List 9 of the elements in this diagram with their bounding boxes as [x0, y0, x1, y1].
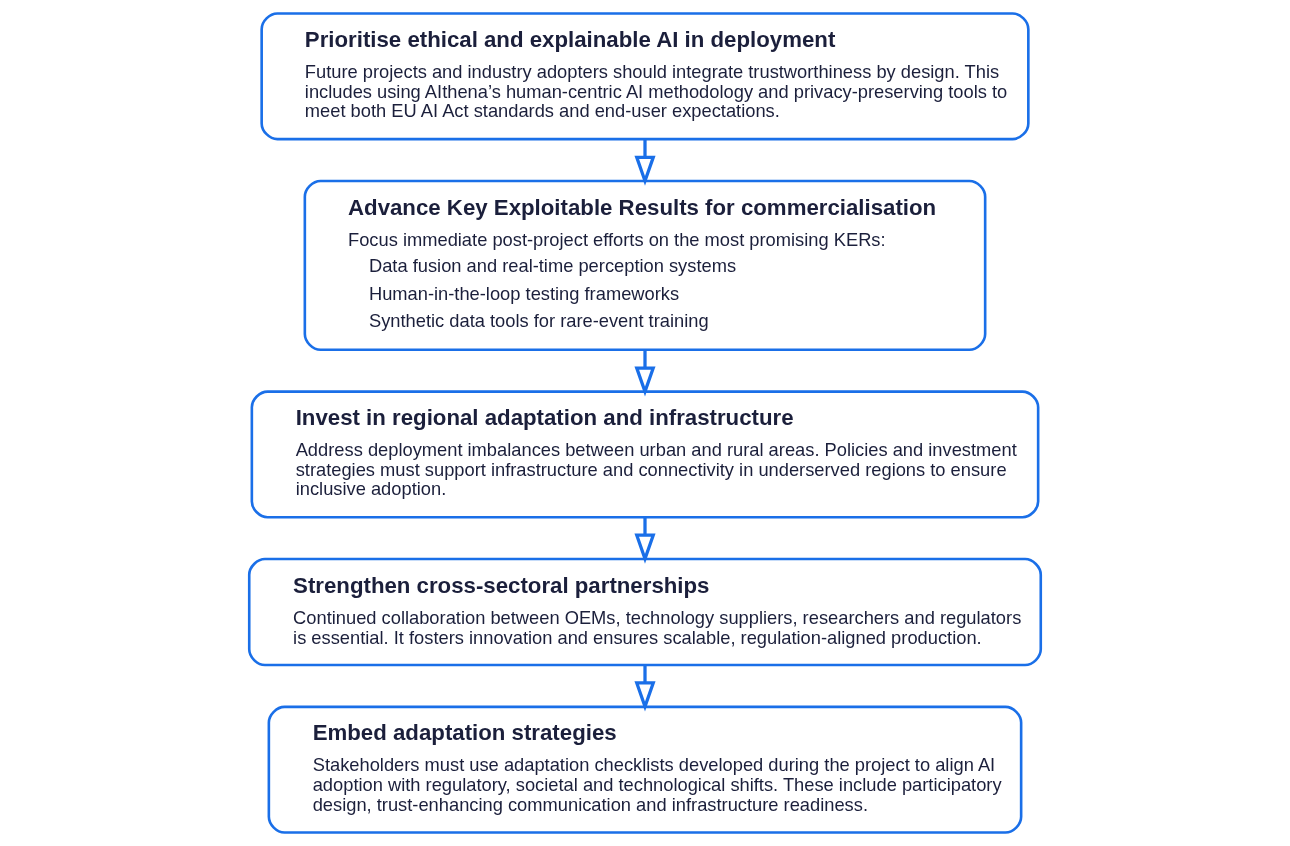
arrow	[634, 139, 656, 186]
node-box: Invest in regional adaptation and infrastructure Address deployment imbalances between urban and rural areas. Policies and investment strategies must support infrastructure and connectivity in underserved regions to ensure inclusive adoption.	[250, 390, 1040, 519]
node-box: Strengthen cross-sectoral partnerships Continued collaboration between OEMs, technology suppliers, researchers and regulators is essential. It fosters innovation and ensures scalable, regulation-aligned production.	[247, 557, 1043, 667]
node-box: Embed adaptation strategies Stakeholders must use adaptation checklists developed during the project to align AI adoption with regulatory, societal and technological shifts. These include participatory design, trust-enhancing communication and infrastructure readiness.	[267, 705, 1023, 834]
arrow	[634, 517, 656, 564]
node-box: Advance Key Exploitable Results for commercialisation Focus immediate post-project efforts on the most promising KERs: Data fusion and real-time perception systems Human-in-the-loop testing frameworks Synthetic data tools for rare-event training	[303, 179, 987, 352]
arrow	[634, 350, 656, 397]
arrow	[634, 665, 656, 712]
node-box: Prioritise ethical and explainable AI in deployment Future projects and industry adopters should integrate trustworthiness by design. This includes using AIthena’s human-centric AI methodology and privacy-preserving tools to meet both EU AI Act standards and end-user expectations.	[260, 12, 1030, 141]
